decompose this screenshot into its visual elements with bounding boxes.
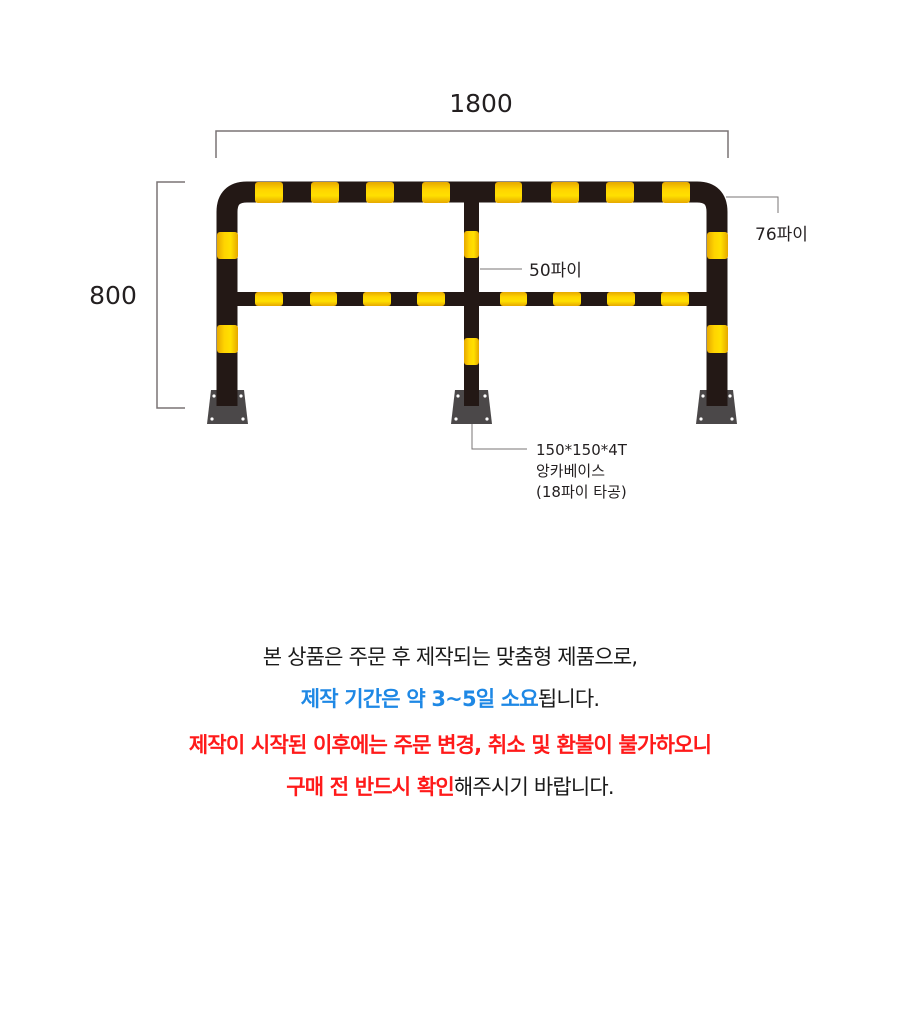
lead-time-highlight: 제작 기간은 약 3~5일 소요 [300,687,539,711]
base-type-label: 앙카베이스 [536,462,605,480]
base-spec-label: 150*150*4T [536,441,628,459]
notice-line-1: 본 상품은 주문 후 제작되는 맞춤형 제품으로, [0,642,900,672]
callout-sub-pipe: 50파이 [480,261,582,281]
callout-main-pipe: 76파이 [726,196,808,245]
callout-base: 150*150*4T 앙카베이스 (18파이 타공) [471,424,628,501]
height-dimension: 800 [89,181,185,409]
confirm-warning-suffix: 해주시기 바랍니다. [453,775,615,799]
base-hole-label: (18파이 타공) [536,483,627,501]
notice-line-3: 제작이 시작된 이후에는 주문 변경, 취소 및 환불이 불가하오니 [0,730,900,760]
lead-time-suffix: 됩니다. [537,687,600,711]
width-label: 1800 [449,89,513,118]
height-label: 800 [89,281,137,310]
notice-custom-made-text: 본 상품은 주문 후 제작되는 맞춤형 제품으로, [262,645,638,669]
confirm-warning-highlight: 구매 전 반드시 확인 [286,775,455,799]
guard-rail-diagram: 1800 800 [89,89,808,501]
no-refund-warning: 제작이 시작된 이후에는 주문 변경, 취소 및 환불이 불가하오니 [188,733,712,757]
width-dimension: 1800 [215,89,729,158]
main-frame [216,181,728,406]
main-pipe-label: 76파이 [755,225,808,245]
base-plate-center [451,390,492,424]
center-post [464,200,479,406]
sub-pipe-label: 50파이 [529,261,582,281]
notice-line-2: 제작 기간은 약 3~5일 소요됩니다. [0,684,900,714]
notice-line-4: 구매 전 반드시 확인해주시기 바랍니다. [0,772,900,802]
